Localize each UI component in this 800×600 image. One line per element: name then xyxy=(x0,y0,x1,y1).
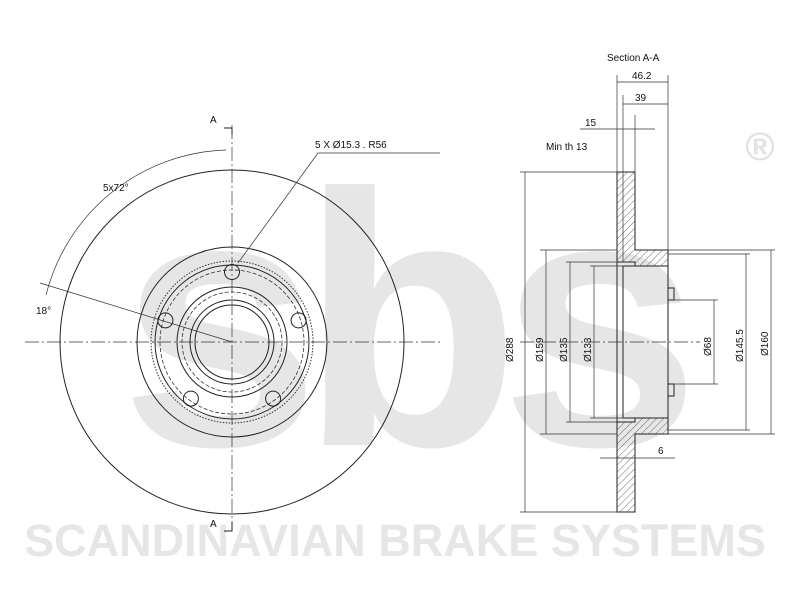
dim-135-label: Ø135 xyxy=(559,337,570,362)
bolt-spec-label: 5 X Ø15.3 . R56 xyxy=(315,140,387,151)
company-name-watermark: SCANDINAVIAN BRAKE SYSTEMS xyxy=(24,515,766,566)
center-bore-outer xyxy=(189,299,275,385)
bolt-angle-label: 5x72° xyxy=(103,183,129,194)
angle-arc-72 xyxy=(45,149,227,296)
bolt-hole xyxy=(265,390,282,407)
section-marker-bottom: A xyxy=(210,519,233,532)
disc-outer-edge xyxy=(59,169,405,515)
offset-angle-label: 18° xyxy=(36,306,51,317)
hat-dashed-circle-a xyxy=(159,269,305,415)
hat-dotted-circle xyxy=(150,260,314,424)
hat-step-circle xyxy=(176,286,288,398)
dim-159-label: Ø159 xyxy=(535,337,546,362)
dim-46-2-label: 46.2 xyxy=(632,71,652,82)
center-bore xyxy=(194,304,270,380)
dim-15-label: 15 xyxy=(585,118,597,129)
bore-step-bottom xyxy=(668,383,675,397)
bolt-hole xyxy=(182,390,199,407)
bolt-hole xyxy=(290,312,307,329)
bolt-hole xyxy=(157,312,174,329)
angle-18-leader xyxy=(39,282,233,343)
sbs-logo-watermark: sbs xyxy=(120,120,686,522)
dim-133-label: Ø133 xyxy=(583,337,594,362)
dim-160-label: Ø160 xyxy=(760,331,771,356)
bore-step-top xyxy=(668,287,675,301)
hat-outer-circle xyxy=(136,246,328,438)
dim-6-label: 6 xyxy=(658,446,664,457)
front-view: A A 5x72° 18° 5 X Ø15.3 . R56 xyxy=(25,115,440,532)
section-view: Section A-A 46.2 39 15 Min th 13 Ø288 xyxy=(505,53,775,513)
hat-dashed-circle-b xyxy=(181,291,283,393)
registered-mark: ® xyxy=(745,125,774,169)
section-marker-top: A xyxy=(210,115,233,135)
bolt-holes xyxy=(157,264,307,407)
bolt-hole xyxy=(224,264,240,280)
bolt-spec-leader xyxy=(237,152,440,264)
min-thickness-label: Min th 13 xyxy=(546,142,588,153)
dim-39-label: 39 xyxy=(635,93,647,104)
dim-145-5-label: Ø145.5 xyxy=(735,329,746,362)
section-title: Section A-A xyxy=(607,53,660,64)
section-label-top: A xyxy=(210,115,217,126)
dim-68-label: Ø68 xyxy=(703,337,714,356)
section-label-bottom: A xyxy=(210,519,217,530)
watermark: sbs ® SCANDINAVIAN BRAKE SYSTEMS xyxy=(24,120,775,566)
dim-288-label: Ø288 xyxy=(505,337,516,362)
